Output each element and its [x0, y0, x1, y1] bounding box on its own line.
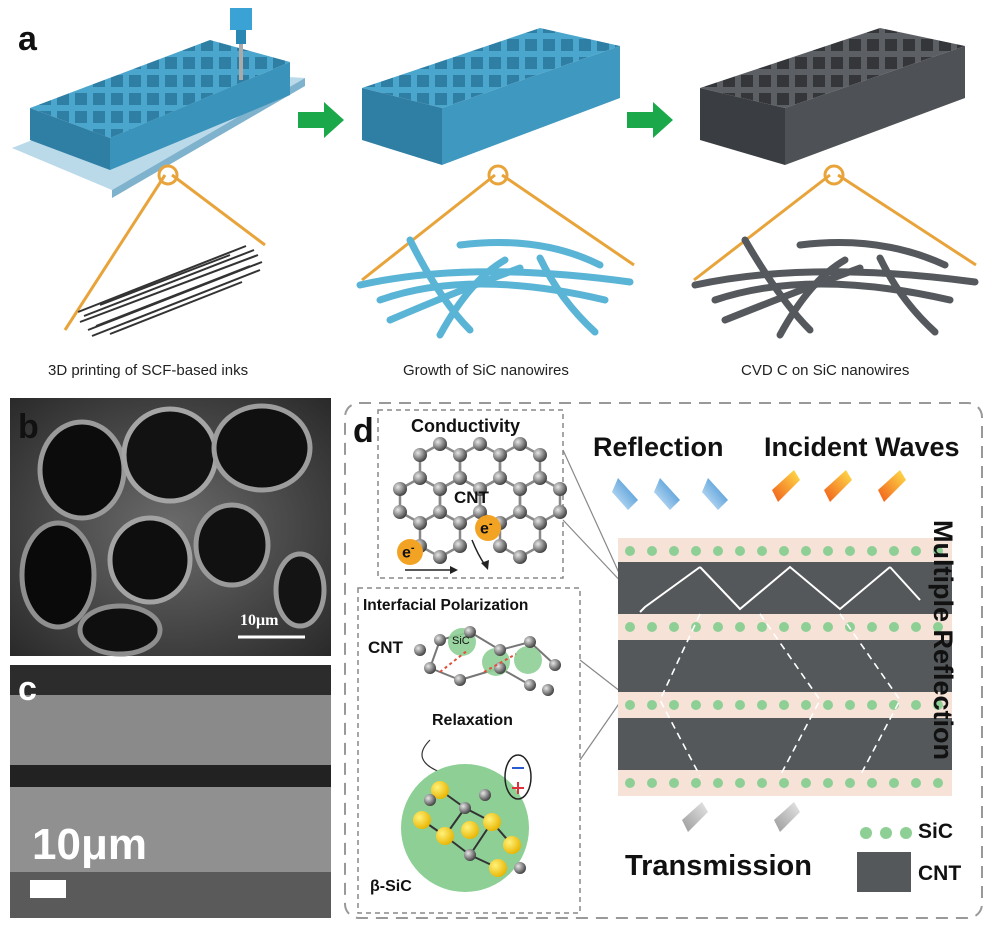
step2-illustration: [356, 28, 635, 339]
panel-d-frame: [344, 402, 983, 919]
step3-illustration: [691, 28, 979, 339]
conductivity-title: Conductivity: [411, 416, 521, 436]
caption-step2: Growth of SiC nanowires: [403, 362, 569, 379]
transmission-arrows: [682, 802, 800, 832]
multiple-reflection-label: Multiple Reflection: [928, 520, 958, 761]
legend-sic-label: SiC: [918, 820, 954, 843]
legend: [857, 827, 912, 892]
legend-cnt-label: CNT: [918, 862, 962, 885]
relaxation-label: Relaxation: [432, 712, 513, 729]
reflection-label: Reflection: [593, 432, 724, 462]
caption-step1: 3D printing of SCF-based inks: [48, 362, 249, 379]
scale-bar-b-label: 10μm: [240, 612, 279, 629]
conductivity-inset: [377, 409, 567, 579]
electron-label-1: e-: [402, 542, 415, 562]
electron-label-2: e-: [480, 518, 493, 538]
scale-bar-c-label: 10μm: [32, 820, 147, 869]
step1-illustration: [12, 8, 305, 337]
beta-sic-label: β-SiC: [370, 878, 412, 895]
sic-dot-rows: [625, 546, 943, 788]
arrow-step2-to-3: [627, 102, 673, 138]
panel-label-a: a: [18, 20, 37, 58]
sem-image-b: [10, 398, 331, 657]
inset-connectors: [562, 449, 626, 761]
interfacial-polarization-title: Interfacial Polarization: [363, 597, 529, 614]
caption-step3: CVD C on SiC nanowires: [741, 362, 910, 379]
reflection-arrows: [612, 478, 728, 510]
sem-image-c: [10, 665, 331, 918]
sic-label-polarization: SiC: [452, 635, 470, 647]
layered-structure: [618, 538, 952, 796]
cnt-label-polarization: CNT: [368, 638, 403, 657]
incident-wave-arrows: [772, 470, 906, 502]
arrow-step1-to-2: [298, 102, 344, 138]
panel-label-c: c: [18, 670, 37, 708]
polarization-inset: [357, 587, 581, 914]
panel-label-b: b: [18, 408, 39, 446]
incident-waves-label: Incident Waves: [764, 432, 960, 462]
cnt-label-conductivity: CNT: [454, 488, 489, 507]
transmission-label: Transmission: [625, 850, 812, 882]
panel-label-d: d: [353, 412, 374, 450]
